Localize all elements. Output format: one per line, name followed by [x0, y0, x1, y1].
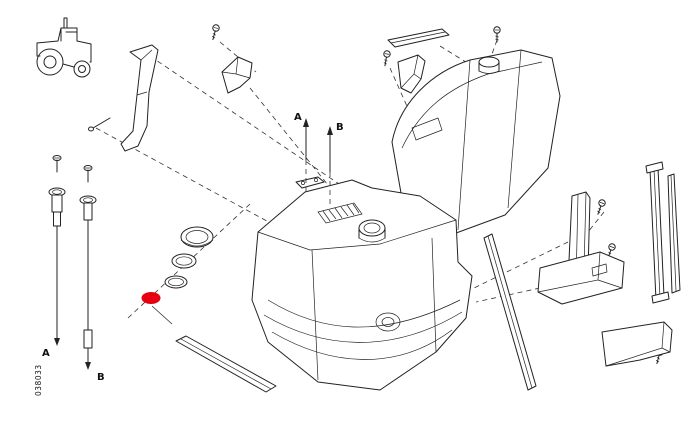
direction-label-b-bottom: B: [97, 372, 105, 383]
tank-grille: [318, 203, 362, 223]
filler-neck: [359, 220, 385, 242]
sender-plate: [296, 177, 324, 188]
direction-label-a-top: A: [294, 112, 302, 123]
screw-icon: [595, 199, 606, 215]
vertical-strap: [646, 162, 669, 303]
sensor-assembly-b: [80, 166, 96, 370]
sensor-assembly-a: [49, 156, 65, 346]
side-trim-strip: [484, 234, 536, 390]
screw-icon: [382, 50, 391, 66]
part-code-label: 038033: [34, 364, 43, 396]
highlighted-seal-ring[interactable]: [141, 292, 161, 304]
direction-label-a-bottom: A: [42, 348, 50, 359]
screw-icon: [494, 27, 500, 42]
l-bracket-plate: [538, 252, 624, 304]
direction-arrow-a: [303, 118, 309, 196]
left-mount-strap: [89, 45, 159, 151]
cap-ring: [172, 254, 196, 268]
bottom-trim-strip: [176, 336, 276, 392]
bottom-right-bracket: [602, 322, 672, 366]
angle-bracket: [222, 57, 252, 93]
fuel-cap-assembly: [141, 227, 214, 324]
direction-arrow-b: [327, 126, 333, 204]
vertical-strap: [668, 174, 680, 293]
clip-bracket: [398, 55, 425, 93]
screw-icon: [210, 24, 220, 40]
cap-ring: [165, 276, 187, 288]
fuel-cap: [181, 227, 213, 247]
tractor-icon: [37, 18, 91, 77]
flat-bar-bracket: [388, 29, 449, 47]
main-fuel-tank: [252, 177, 472, 390]
direction-label-b-top: B: [336, 122, 344, 133]
